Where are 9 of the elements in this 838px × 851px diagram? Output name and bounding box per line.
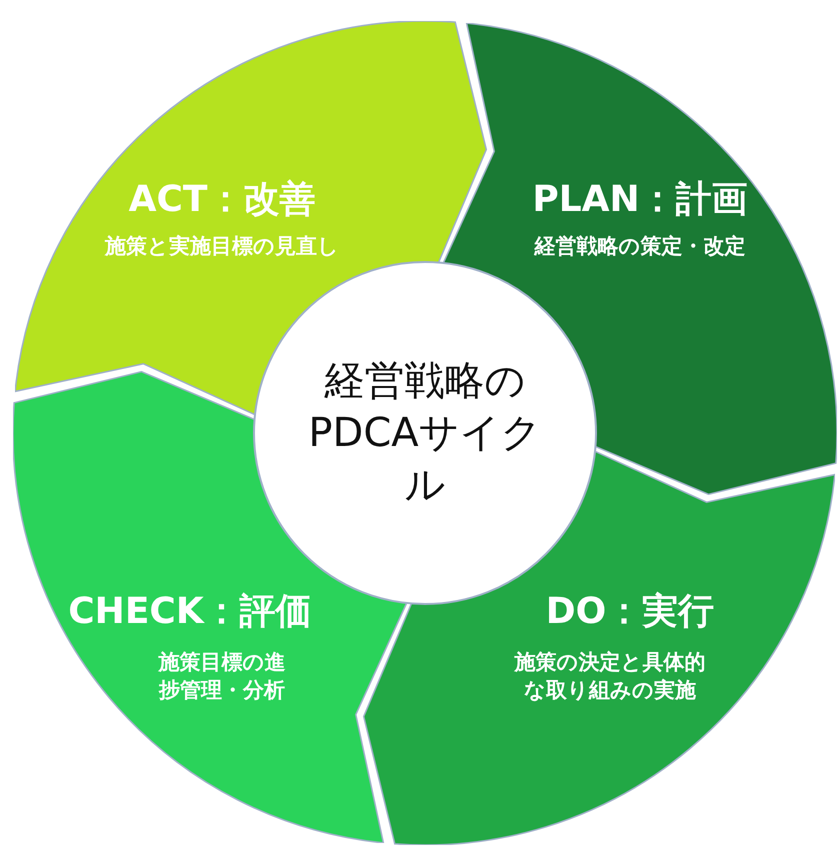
phase-title: PLAN：計画 <box>532 178 748 222</box>
phase-description: 経営戦略の策定・改定 <box>533 233 746 260</box>
phase-description: 施策の決定と具体的な取り組みの実施 <box>513 649 706 704</box>
phase-title: CHECK：評価 <box>68 590 312 634</box>
phase-title: DO：実行 <box>546 590 714 634</box>
phase-description: 施策目標の進捗管理・分析 <box>157 649 286 704</box>
phase-description: 施策と実施目標の見直し <box>104 233 340 260</box>
center-title: 経営戦略のPDCAサイクル <box>307 357 543 510</box>
phase-title: ACT：改善 <box>128 178 316 222</box>
